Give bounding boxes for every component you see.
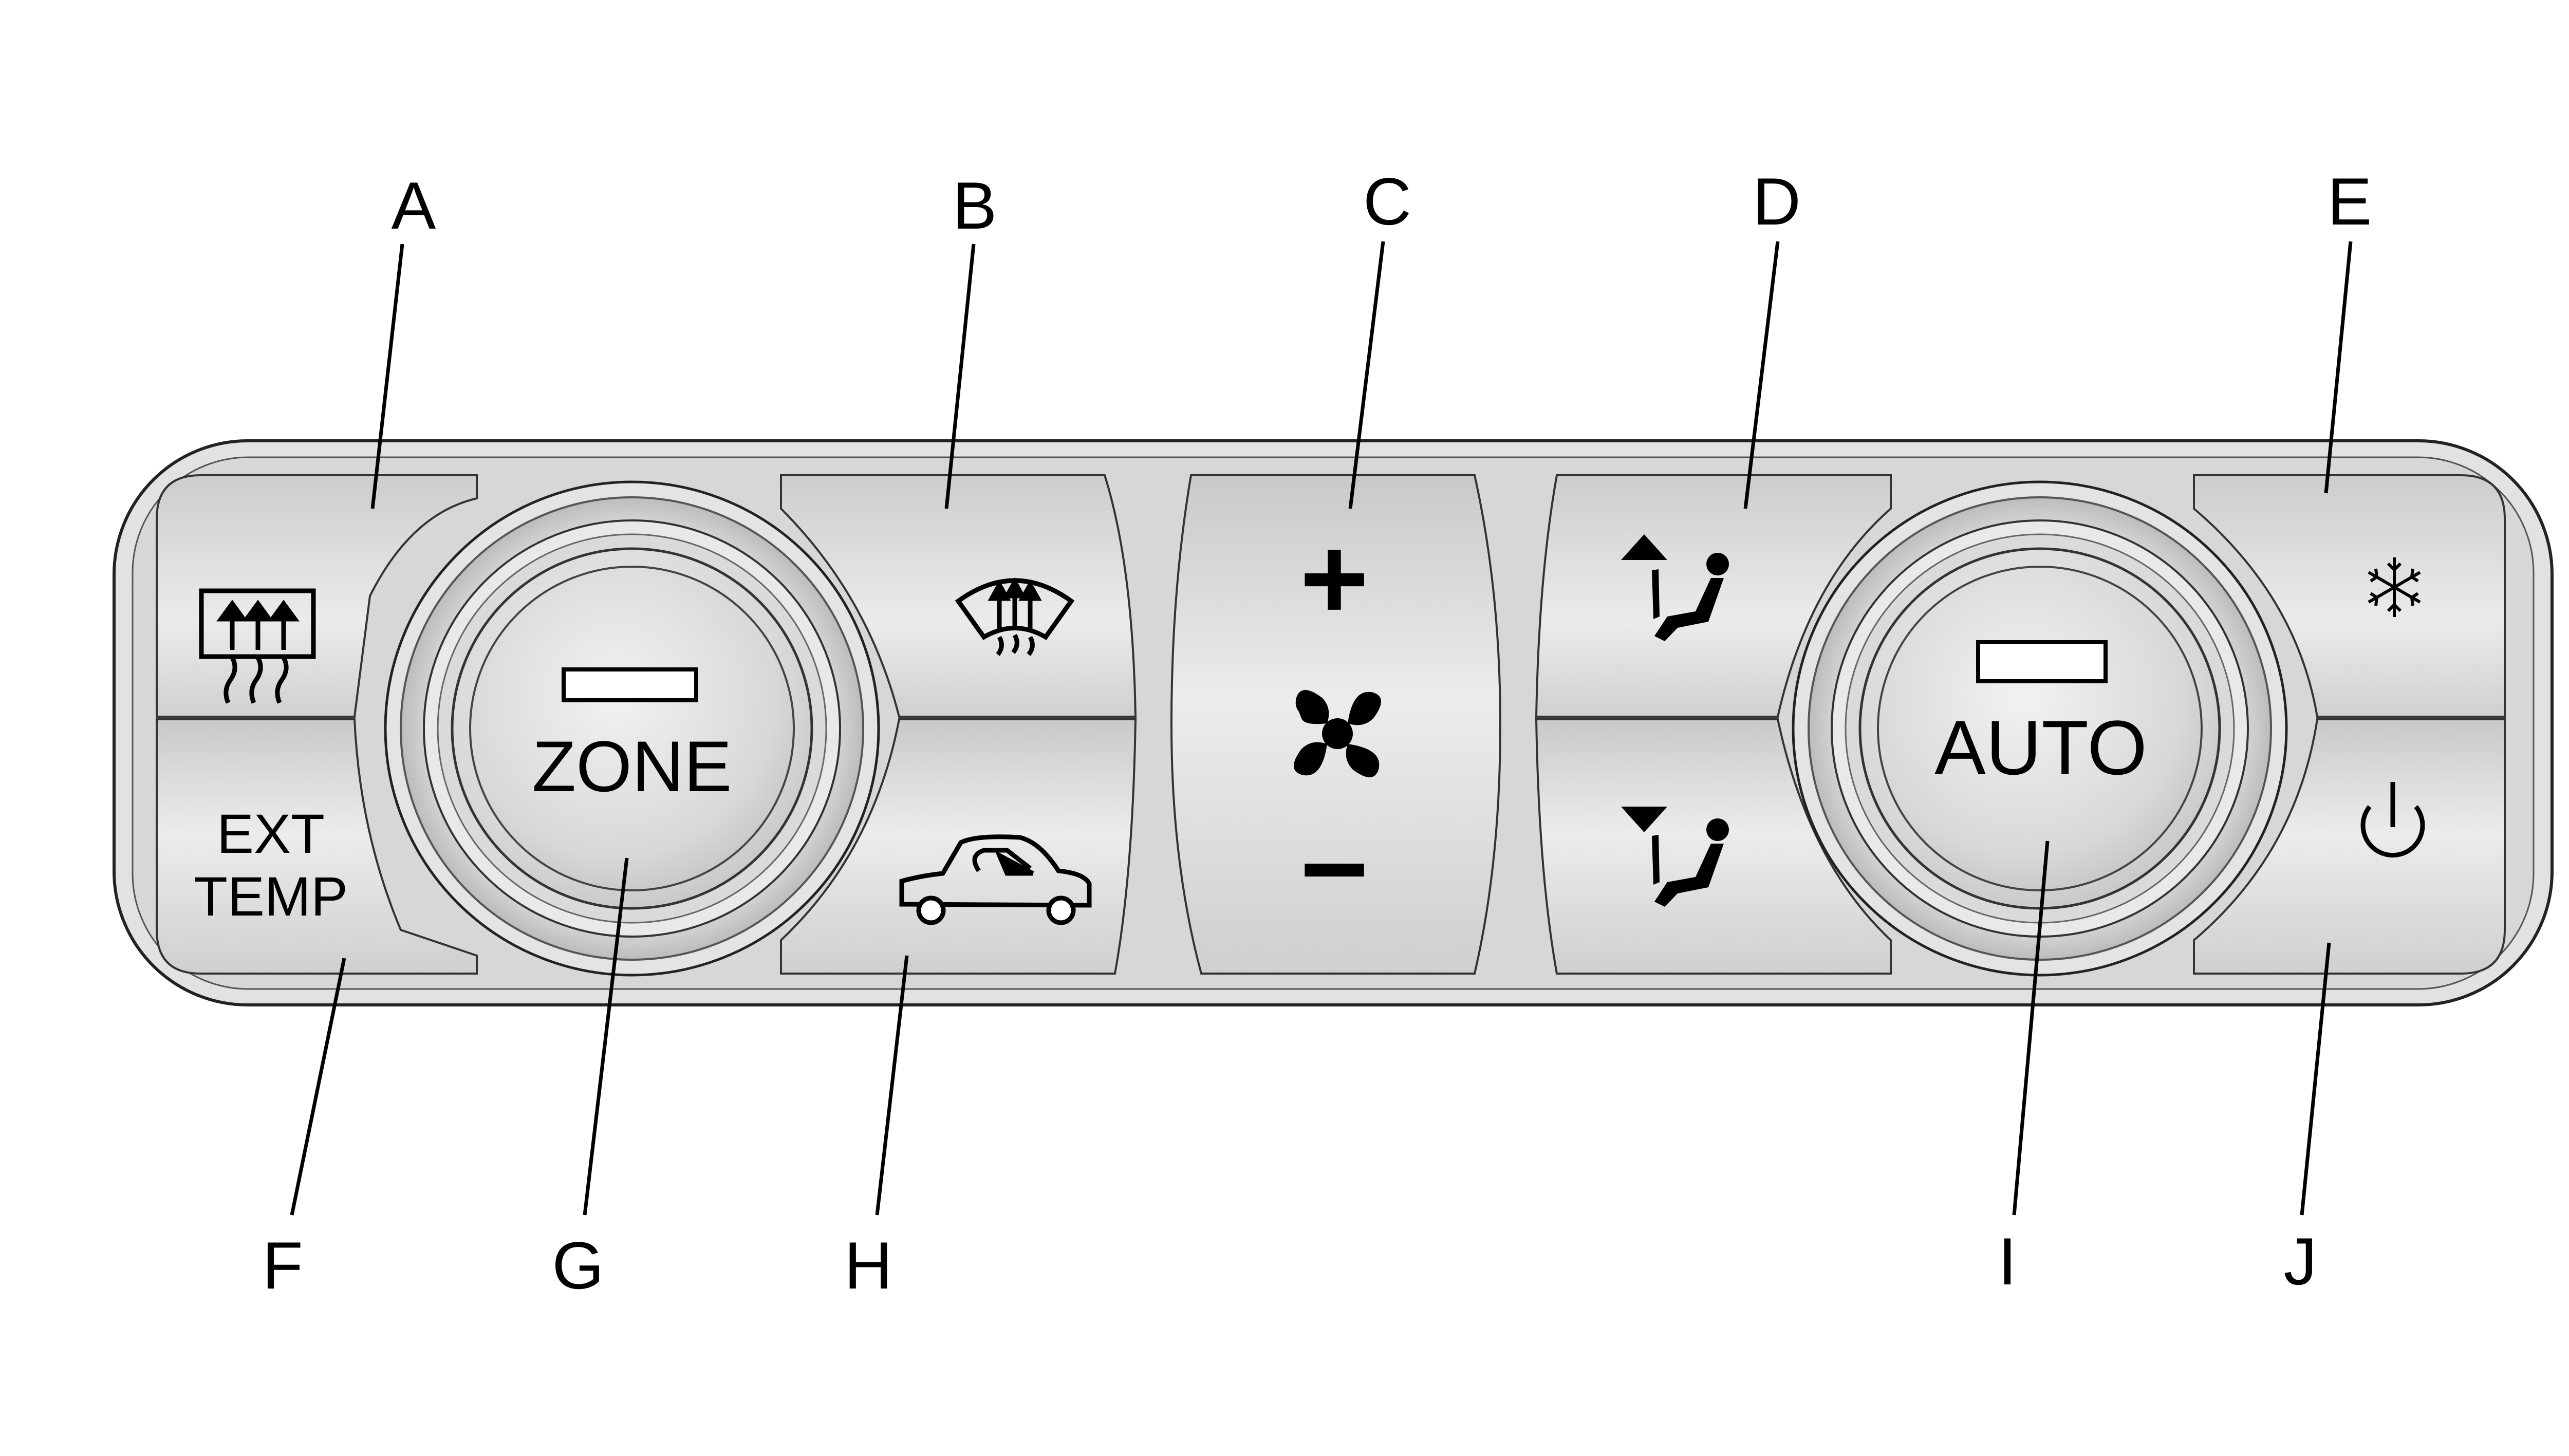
ext-temp-label-line1: EXT xyxy=(217,802,325,865)
leader-line-h xyxy=(875,955,909,1216)
leader-line-a xyxy=(370,244,404,509)
mode-up-button[interactable] xyxy=(1535,474,1892,718)
power-button[interactable] xyxy=(2193,718,2506,975)
auto-label: AUTO xyxy=(1934,704,2147,791)
mode-up-seated-person-icon xyxy=(1621,534,1729,641)
leader-line-i xyxy=(2012,841,2050,1216)
air-delivery-mode-buttons xyxy=(1535,474,1892,975)
callout-j: J xyxy=(2284,1224,2317,1299)
ext-temp-label-line2: TEMP xyxy=(194,865,348,927)
zone-knob[interactable]: ZONE xyxy=(384,480,880,977)
mode-down-button[interactable] xyxy=(1535,718,1892,975)
ac-button[interactable] xyxy=(2193,474,2506,718)
callout-letters: A B C D E F G H I J xyxy=(262,164,2372,1303)
fan-speed-control[interactable]: + − xyxy=(1170,474,1502,975)
callout-a: A xyxy=(392,168,436,243)
leader-line-j xyxy=(2300,942,2331,1216)
leader-line-e xyxy=(2324,241,2353,494)
leader-line-c xyxy=(1348,241,1385,509)
fan-icon xyxy=(1294,690,1381,777)
callout-f: F xyxy=(262,1228,303,1303)
recirculation-button[interactable] xyxy=(780,718,1137,975)
front-defrost-button[interactable] xyxy=(780,474,1137,718)
fan-increase-label[interactable]: + xyxy=(1300,512,1369,644)
leader-line-b xyxy=(944,244,976,509)
leader-line-f xyxy=(290,958,346,1216)
snowflake-icon xyxy=(2368,557,2421,617)
callout-i: I xyxy=(1998,1224,2017,1299)
callout-g: G xyxy=(552,1228,604,1303)
callout-leader-lines xyxy=(290,241,2353,1216)
windshield-defrost-icon xyxy=(955,577,1075,656)
callout-b: B xyxy=(953,168,997,243)
auto-knob[interactable]: AUTO xyxy=(1792,480,2288,977)
mode-down-seated-person-icon xyxy=(1621,807,1729,907)
fan-decrease-label[interactable]: − xyxy=(1300,802,1369,935)
callout-e: E xyxy=(2328,164,2372,239)
leader-line-d xyxy=(1743,241,1780,509)
car-recirculation-icon xyxy=(899,834,1092,925)
power-icon xyxy=(2360,782,2425,858)
leader-line-g xyxy=(583,857,629,1216)
auto-indicator-light xyxy=(1976,640,2108,683)
ext-temp-button[interactable]: EXT TEMP xyxy=(156,718,478,975)
callout-c: C xyxy=(1363,164,1411,239)
callout-d: D xyxy=(1753,164,1801,239)
rear-window-defog-icon xyxy=(199,588,316,704)
callout-h: H xyxy=(844,1228,892,1303)
zone-indicator-light xyxy=(562,667,698,702)
zone-label: ZONE xyxy=(532,726,732,807)
rear-defog-button[interactable] xyxy=(156,474,478,718)
